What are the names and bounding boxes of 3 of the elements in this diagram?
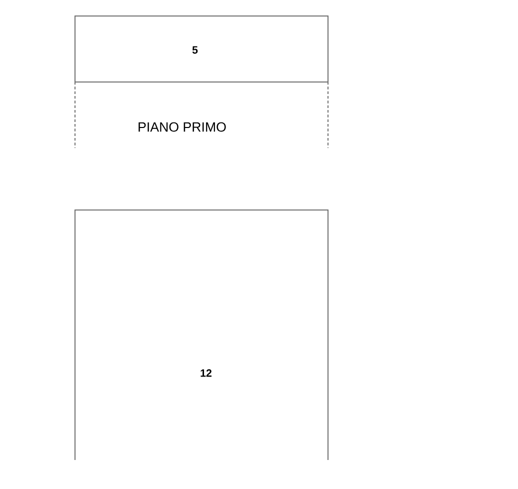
floor-label: PIANO PRIMO <box>138 122 226 132</box>
room-box: 12 <box>74 210 328 460</box>
room-box: 5 <box>74 16 328 82</box>
